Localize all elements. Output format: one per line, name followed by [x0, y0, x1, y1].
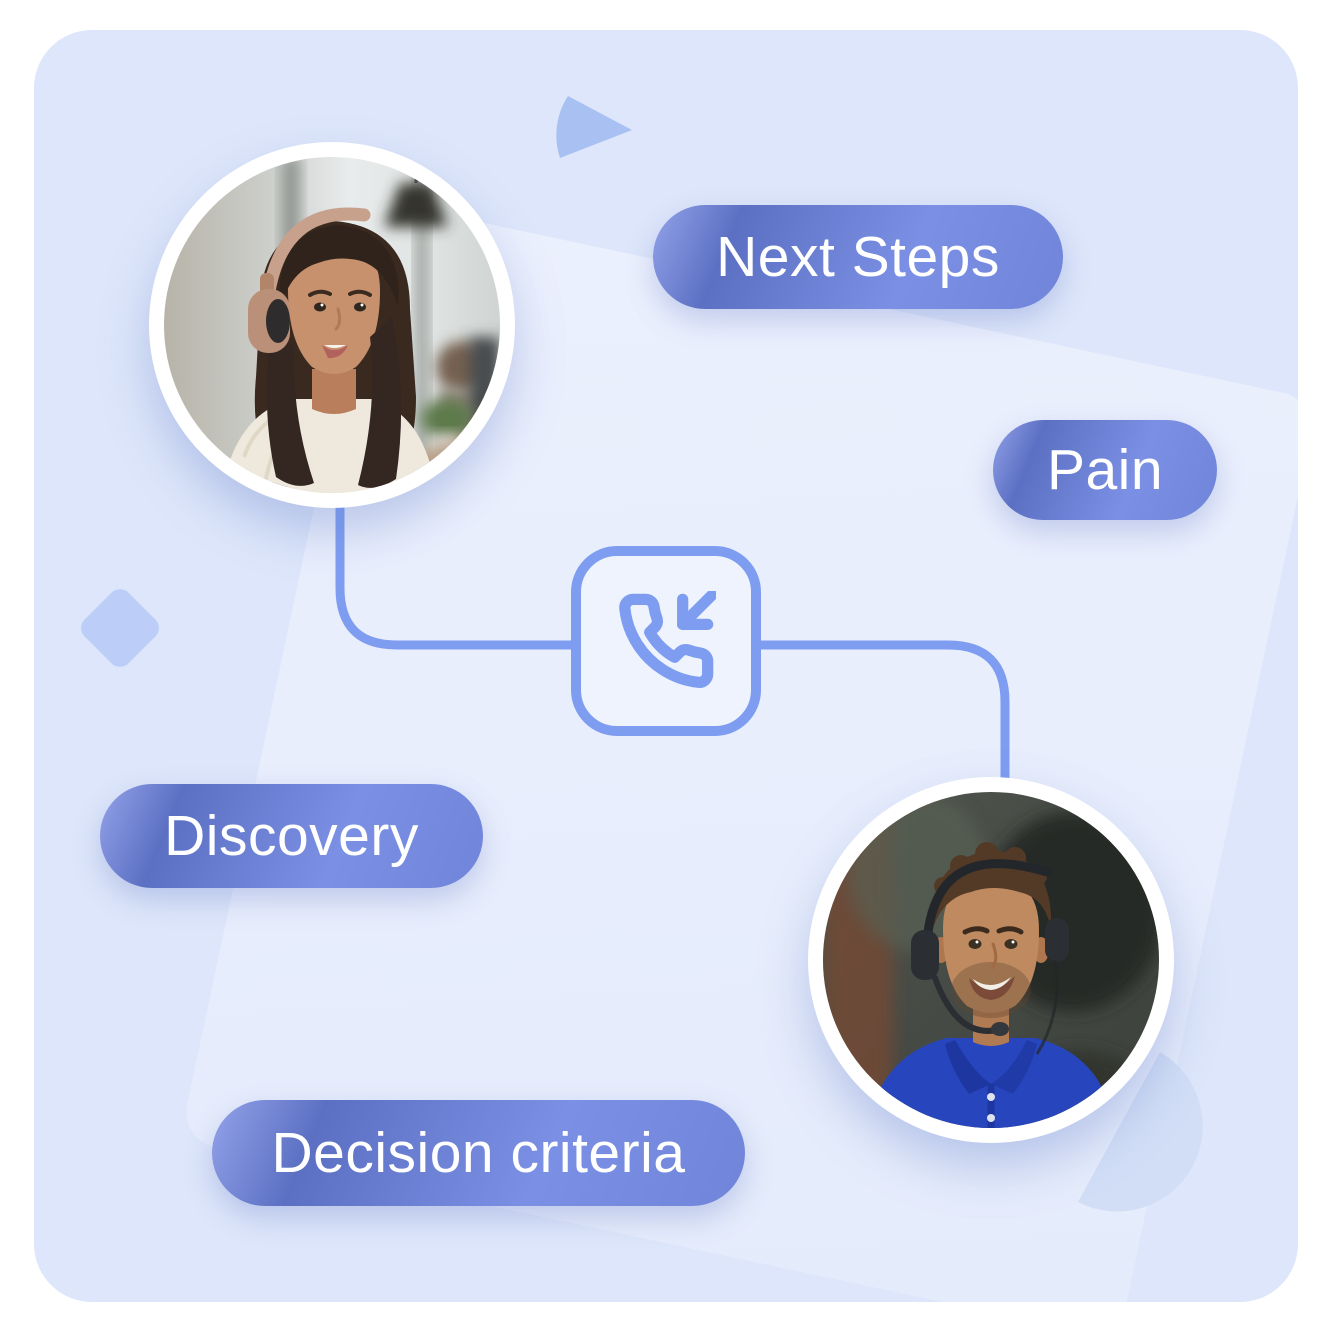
tag-pill-label: Pain: [1046, 438, 1164, 502]
male-agent-avatar: [808, 777, 1174, 1143]
male-agent-photo: [823, 792, 1159, 1128]
incoming-call-badge: [571, 546, 761, 736]
female-agent-avatar: [149, 142, 515, 508]
tag-pill-label: Next Steps: [716, 225, 1000, 289]
tag-pill-label: Decision criteria: [271, 1121, 686, 1185]
tag-pill-discovery: Discovery: [100, 784, 483, 888]
female-agent-photo: [164, 157, 500, 493]
incoming-call-icon: [619, 591, 716, 688]
tag-pill-next-steps: Next Steps: [653, 205, 1063, 309]
tag-pill-decision-criteria: Decision criteria: [212, 1100, 745, 1206]
tag-pill-pain: Pain: [993, 420, 1217, 520]
tag-pill-label: Discovery: [164, 804, 419, 868]
